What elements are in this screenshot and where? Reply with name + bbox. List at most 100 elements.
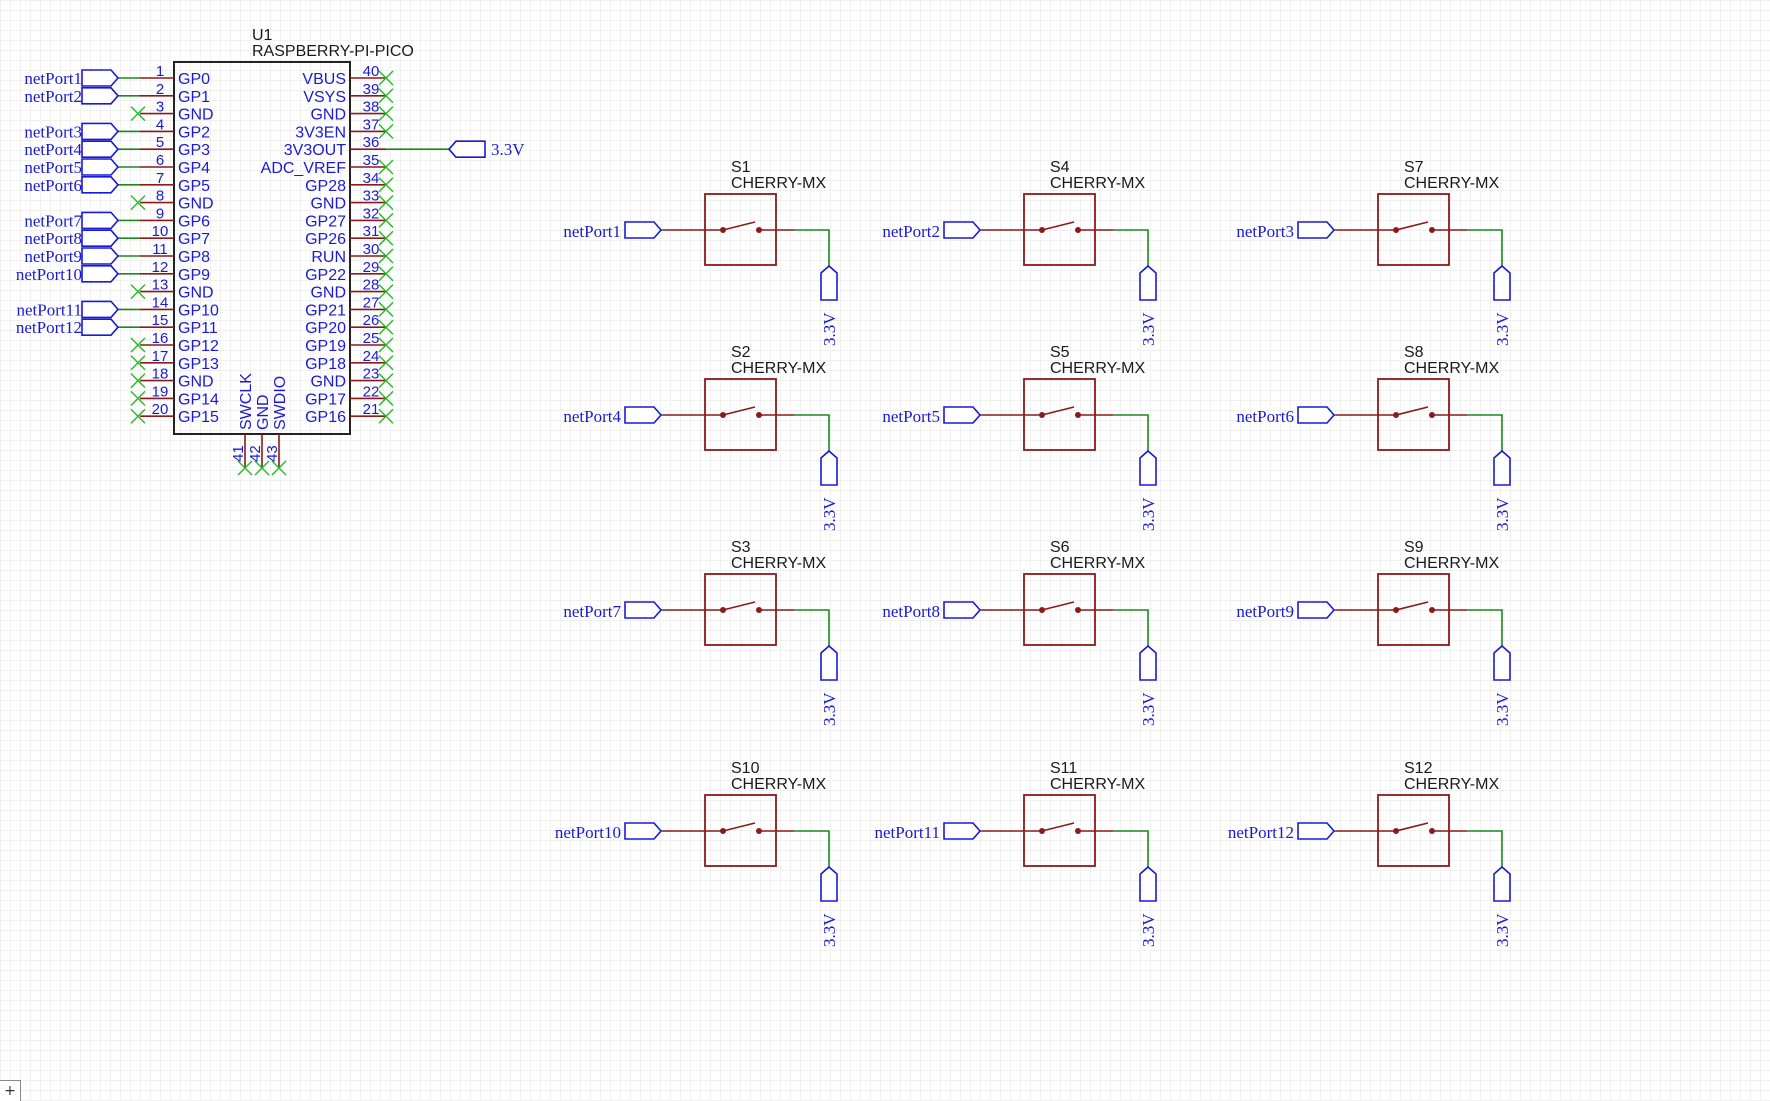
net-flag-icon[interactable] — [81, 122, 120, 141]
power-flag-icon[interactable] — [820, 449, 838, 486]
net-flag-icon[interactable] — [81, 247, 120, 265]
net-flag-icon[interactable] — [943, 601, 982, 619]
power-flag-icon[interactable] — [447, 140, 486, 158]
net-flag-icon[interactable] — [81, 300, 120, 319]
power-flag-icon[interactable] — [1139, 644, 1157, 681]
net-flag-icon[interactable] — [624, 601, 663, 619]
pin-name: GP12 — [178, 338, 219, 355]
net-flag-icon[interactable] — [81, 158, 120, 176]
power-flag-icon[interactable] — [1493, 865, 1511, 902]
net-flag-icon[interactable] — [81, 87, 120, 105]
net-flag-icon[interactable] — [624, 822, 663, 840]
net-flag-icon[interactable] — [81, 229, 120, 247]
net-flag-icon[interactable] — [943, 221, 982, 239]
net-flag-icon[interactable] — [81, 265, 120, 283]
net-flag-icon[interactable] — [81, 176, 120, 194]
power-flag-icon[interactable] — [1493, 644, 1511, 681]
net-flag-icon[interactable] — [943, 822, 982, 840]
net-flag-icon[interactable] — [81, 211, 120, 230]
net-flag-icon[interactable] — [1297, 822, 1336, 840]
net-flag-icon[interactable] — [1297, 221, 1336, 239]
net-flag-icon[interactable] — [1297, 601, 1336, 619]
switch-net-label: netPort5 — [882, 407, 940, 426]
power-flag-icon[interactable] — [1139, 865, 1157, 902]
power-flag-icon[interactable] — [1493, 449, 1511, 486]
power-flag-icon[interactable] — [820, 264, 838, 301]
net-flag-icon[interactable] — [81, 69, 120, 87]
power-flag-icon[interactable] — [1139, 449, 1157, 486]
net-flag-icon[interactable] — [81, 140, 120, 158]
net-flag-icon[interactable] — [943, 406, 982, 424]
net-flag-icon[interactable] — [624, 221, 663, 239]
power-flag-icon[interactable] — [820, 865, 838, 902]
power-flag-icon[interactable] — [1139, 264, 1157, 301]
net-flag-icon[interactable] — [1297, 406, 1336, 424]
switch-net-label: netPort11 — [875, 823, 940, 842]
no-connect-icon — [378, 319, 394, 335]
net-flag-icon[interactable] — [81, 318, 120, 336]
pin-name: GND — [178, 107, 214, 124]
crosshair-icon[interactable]: + — [0, 1080, 21, 1101]
power-flag-icon[interactable] — [1493, 264, 1511, 301]
net-flag-icon[interactable] — [624, 406, 663, 424]
power-flag-icon[interactable] — [820, 644, 838, 681]
